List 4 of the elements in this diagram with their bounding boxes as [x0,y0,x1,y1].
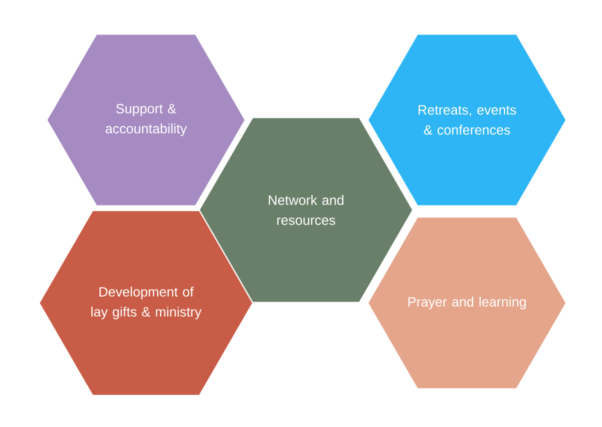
hexagon: Prayer and learning [368,218,566,388]
hexagon: Retreats, events & conferences [368,34,566,206]
hexagon: Support & accountability [48,34,244,206]
hexagon: Development of lay gifts & ministry [40,211,252,395]
